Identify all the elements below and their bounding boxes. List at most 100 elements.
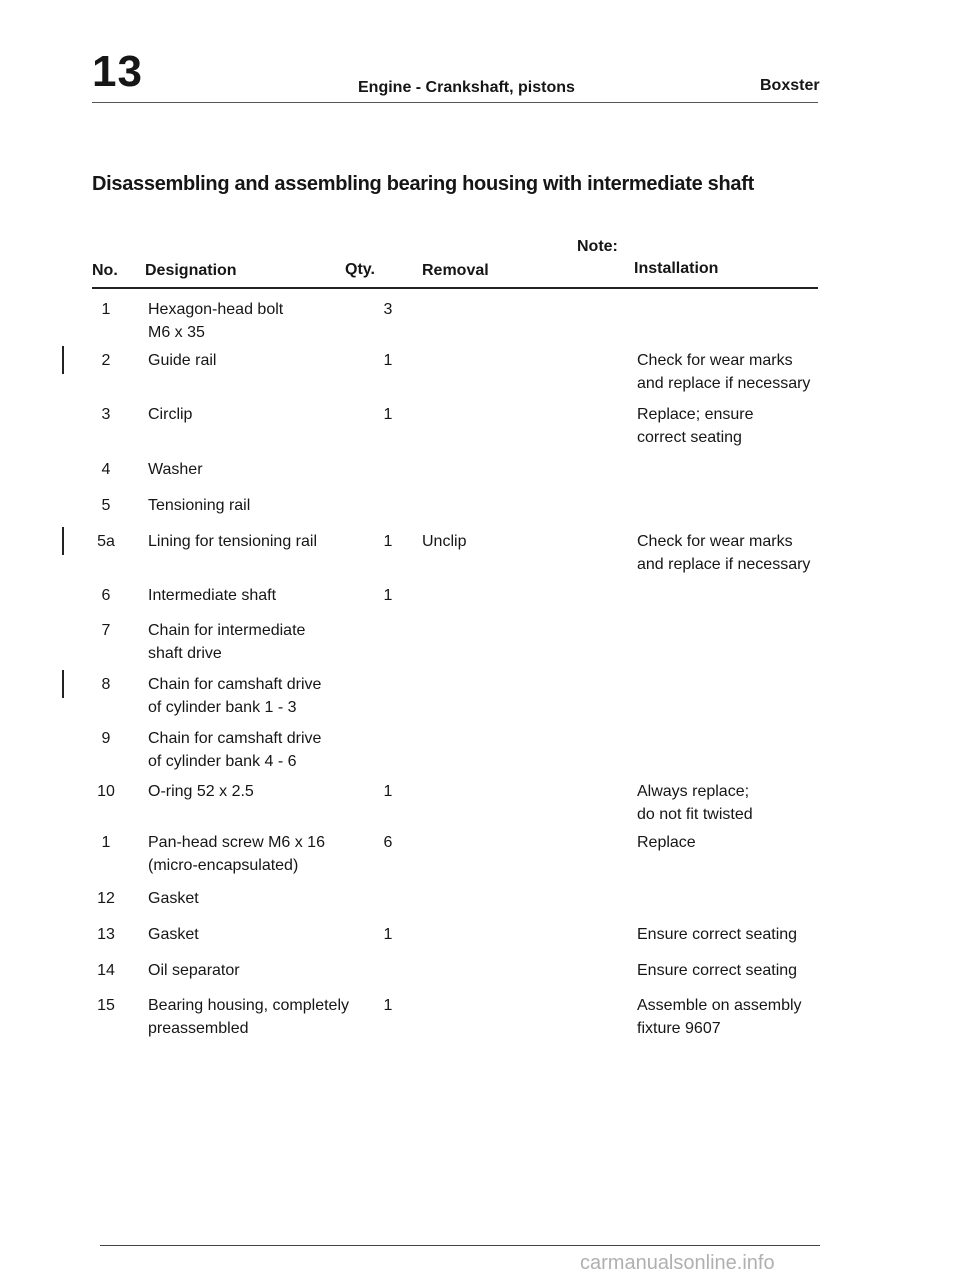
row-number: 1 xyxy=(101,834,111,851)
change-bar xyxy=(62,527,64,555)
change-bar xyxy=(62,346,64,374)
row-number: 12 xyxy=(97,890,115,907)
row-designation: Chain for camshaft drive of cylinder bank… xyxy=(148,673,348,719)
row-designation: Chain for intermediate shaft drive xyxy=(148,619,348,665)
row-number: 13 xyxy=(97,926,115,943)
row-number: 14 xyxy=(97,962,115,979)
row-designation: Guide rail xyxy=(148,349,348,372)
row-installation: Always replace; do not fit twisted xyxy=(637,780,837,826)
row-qty: 1 xyxy=(383,587,393,604)
installation-line: and replace if necessary xyxy=(637,556,811,573)
designation-line: Circlip xyxy=(148,406,193,423)
row-number: 2 xyxy=(101,352,111,369)
row-number: 7 xyxy=(101,622,111,639)
installation-line: fixture 9607 xyxy=(637,1020,721,1037)
row-designation: Chain for camshaft drive of cylinder bank… xyxy=(148,727,348,773)
installation-line: Always replace; xyxy=(637,783,750,800)
row-number: 3 xyxy=(101,406,111,423)
column-header-designation: Designation xyxy=(145,262,237,279)
row-designation: Pan-head screw M6 x 16 (micro-encapsulate… xyxy=(148,831,348,877)
designation-line: Chain for camshaft drive xyxy=(148,676,322,693)
row-qty: 6 xyxy=(383,834,393,851)
designation-line: Chain for camshaft drive xyxy=(148,730,322,747)
page-heading: Disassembling and assembling bearing hou… xyxy=(92,173,754,195)
row-number: 5 xyxy=(101,497,111,514)
row-removal: Unclip xyxy=(422,533,467,550)
designation-line: Lining for tensioning rail xyxy=(148,533,317,550)
row-qty: 1 xyxy=(383,406,393,423)
designation-line: shaft drive xyxy=(148,645,222,662)
row-qty: 1 xyxy=(383,533,393,550)
designation-line: O-ring 52 x 2.5 xyxy=(148,783,254,800)
row-designation: Bearing housing, completely preassembled xyxy=(148,994,350,1040)
installation-line: Replace; ensure xyxy=(637,406,754,423)
row-installation: Replace; ensure correct seating xyxy=(637,403,837,449)
designation-line: Tensioning rail xyxy=(148,497,251,514)
column-header-removal: Removal xyxy=(422,262,489,279)
row-designation: Intermediate shaft xyxy=(148,584,348,607)
row-designation: Oil separator xyxy=(148,959,348,982)
designation-line: Intermediate shaft xyxy=(148,587,277,604)
designation-line: Guide rail xyxy=(148,352,217,369)
designation-line: preassembled xyxy=(148,1020,249,1037)
row-designation: Circlip xyxy=(148,403,348,426)
designation-line: (micro-encapsulated) xyxy=(148,857,299,874)
installation-line: Ensure correct seating xyxy=(637,926,798,943)
installation-line: do not fit twisted xyxy=(637,806,753,823)
installation-line: Check for wear marks xyxy=(637,352,793,369)
installation-line: Ensure correct seating xyxy=(637,962,798,979)
column-header-no: No. xyxy=(92,262,118,279)
footer-rule xyxy=(100,1245,820,1246)
designation-line: Pan-head screw M6 x 16 xyxy=(148,834,325,851)
installation-line: Check for wear marks xyxy=(637,533,793,550)
row-designation: Washer xyxy=(148,458,348,481)
designation-line: Hexagon-head bolt xyxy=(148,301,284,318)
row-designation: O-ring 52 x 2.5 xyxy=(148,780,348,803)
row-qty: 1 xyxy=(383,783,393,800)
designation-line: Bearing housing, completely xyxy=(148,997,350,1014)
row-number: 9 xyxy=(101,730,111,747)
row-designation: Lining for tensioning rail xyxy=(148,530,348,553)
row-designation: Tensioning rail xyxy=(148,494,348,517)
row-qty: 1 xyxy=(383,926,393,943)
column-header-note: Note: xyxy=(577,238,618,255)
column-header-installation: Installation xyxy=(634,260,719,277)
installation-line: Assemble on assembly xyxy=(637,997,802,1014)
installation-line: and replace if necessary xyxy=(637,375,811,392)
row-installation: Check for wear marks and replace if neces… xyxy=(637,530,837,576)
row-designation: Gasket xyxy=(148,887,348,910)
row-installation: Check for wear marks and replace if neces… xyxy=(637,349,837,395)
row-installation: Replace xyxy=(637,831,837,854)
row-installation: Ensure correct seating xyxy=(637,959,837,982)
designation-line: Oil separator xyxy=(148,962,240,979)
designation-line: of cylinder bank 1 - 3 xyxy=(148,699,297,716)
row-number: 10 xyxy=(97,783,115,800)
row-number: 8 xyxy=(101,676,111,693)
row-number: 6 xyxy=(101,587,111,604)
section-title: Engine - Crankshaft, pistons xyxy=(358,79,575,96)
row-number: 5a xyxy=(97,533,115,550)
row-number: 15 xyxy=(97,997,115,1014)
column-header-qty: Qty. xyxy=(345,261,375,278)
designation-line: M6 x 35 xyxy=(148,324,205,341)
row-qty: 1 xyxy=(383,997,393,1014)
row-qty: 3 xyxy=(383,301,393,318)
designation-line: Chain for intermediate xyxy=(148,622,306,639)
designation-line: Gasket xyxy=(148,926,199,943)
watermark: carmanualsonline.info xyxy=(580,1252,775,1274)
change-bar xyxy=(62,670,64,698)
installation-line: Replace xyxy=(637,834,696,851)
row-designation: Hexagon-head bolt M6 x 35 xyxy=(148,298,348,344)
designation-line: of cylinder bank 4 - 6 xyxy=(148,753,297,770)
row-number: 1 xyxy=(101,301,111,318)
header-rule xyxy=(92,102,818,103)
installation-line: correct seating xyxy=(637,429,742,446)
model-name: Boxster xyxy=(760,77,820,94)
column-header-rule xyxy=(92,287,818,289)
designation-line: Washer xyxy=(148,461,203,478)
chapter-number: 13 xyxy=(92,47,143,96)
row-number: 4 xyxy=(101,461,111,478)
designation-line: Gasket xyxy=(148,890,199,907)
